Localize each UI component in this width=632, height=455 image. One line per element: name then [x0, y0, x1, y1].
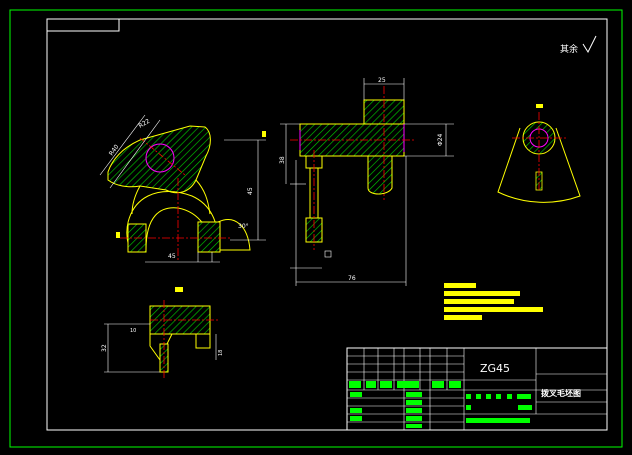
drawing-name: 拨叉毛坯图 — [541, 388, 581, 398]
fork-right-jaw — [197, 221, 221, 253]
section-view: 25 Φ24 38 76 — [279, 77, 454, 286]
dim-overall-length: 76 — [348, 275, 356, 282]
dim-lower-right: 18 — [218, 350, 224, 356]
outer-frame — [9, 9, 623, 448]
roughness-symbol-icon — [582, 35, 597, 54]
code-box — [46, 18, 120, 32]
dim-height-left: 45 — [247, 187, 254, 195]
dim-r22: R22 — [138, 118, 152, 130]
lower-section-view: 32 10 18 — [101, 287, 224, 380]
material-label: ZG45 — [480, 362, 510, 375]
dim-height-upper: 38 — [279, 156, 286, 164]
roughness-note: 其余 — [560, 35, 597, 55]
side-view — [497, 104, 581, 203]
side-view-outline — [497, 127, 581, 203]
dim-top-width: 25 — [378, 77, 386, 84]
dim-lower-left: 32 — [101, 344, 108, 352]
dim-lower-small: 10 — [130, 328, 136, 334]
dim-angle-30: 30° — [238, 223, 249, 230]
roughness-note-text: 其余 — [560, 43, 578, 55]
inner-frame — [46, 18, 608, 431]
dim-span-45: 45 — [168, 253, 176, 260]
technical-notes — [444, 283, 543, 320]
dim-flange-dia: Φ24 — [437, 133, 444, 146]
arm-hole — [145, 143, 175, 173]
hub-lower — [367, 155, 393, 195]
fork-arm-section — [107, 125, 211, 194]
title-block: ZG45 拨叉毛坯图 — [346, 347, 608, 431]
fork-main-view: 45 45 R40 R22 30° — [99, 114, 266, 263]
